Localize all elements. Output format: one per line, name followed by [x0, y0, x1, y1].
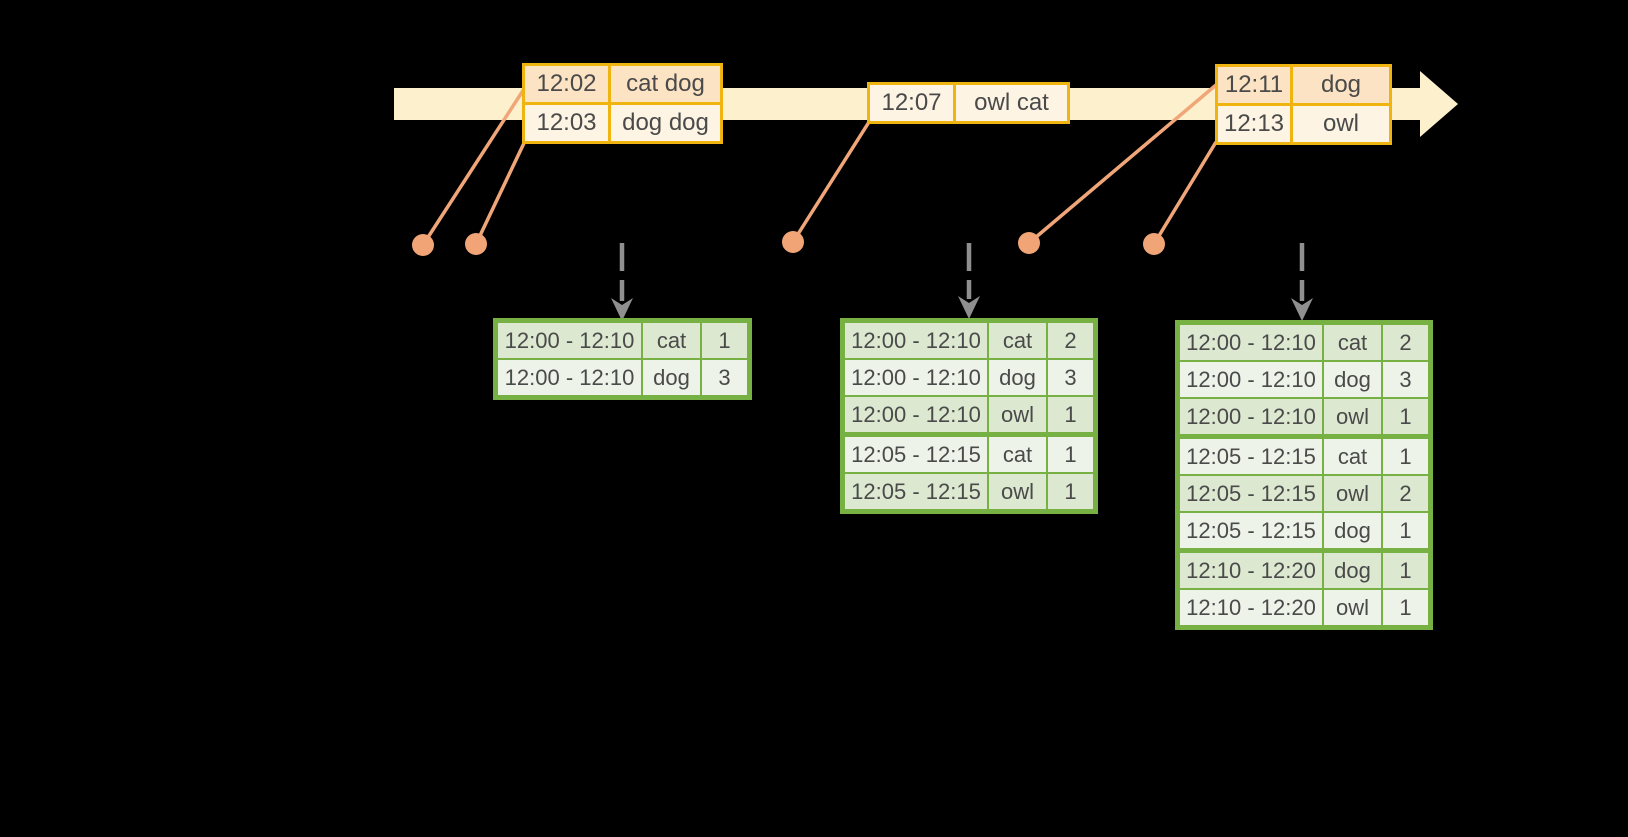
event-dot — [465, 233, 487, 255]
result-count-cell: 1 — [1383, 513, 1428, 548]
connector-line — [1027, 83, 1218, 245]
result-count-cell: 3 — [702, 360, 747, 395]
result-window-cell: 12:00 - 12:10 — [1180, 325, 1322, 360]
result-count-cell: 1 — [1048, 437, 1093, 472]
result-window-cell: 12:00 - 12:10 — [845, 360, 987, 395]
result-count-cell: 1 — [1383, 439, 1428, 474]
result-window-cell: 12:05 - 12:15 — [1180, 513, 1322, 548]
result-word-cell: dog — [989, 360, 1046, 395]
event-dot — [782, 231, 804, 253]
result-word-cell: cat — [989, 437, 1046, 472]
event-words-cell: owl cat — [956, 85, 1067, 121]
trigger-arrowhead-icon — [611, 298, 633, 321]
connector-line — [791, 121, 871, 243]
result-window-cell: 12:00 - 12:10 — [1180, 399, 1322, 434]
result-word-cell: dog — [1324, 513, 1381, 548]
result-count-cell: 1 — [702, 323, 747, 358]
event-dot — [1143, 233, 1165, 255]
event-time-cell: 12:07 — [870, 85, 953, 121]
result-word-cell: dog — [643, 360, 700, 395]
connector-line — [1152, 141, 1218, 245]
event-time-cell: 12:11 — [1218, 67, 1290, 103]
result-window-cell: 12:00 - 12:10 — [845, 397, 987, 432]
trigger-arrows — [611, 243, 1313, 321]
result-window-cell: 12:05 - 12:15 — [845, 437, 987, 472]
connector-line — [421, 88, 526, 246]
event-dot — [412, 234, 434, 256]
result-word-cell: cat — [643, 323, 700, 358]
event-time-cell: 12:02 — [525, 66, 608, 102]
result-word-cell: cat — [1324, 325, 1381, 360]
result-count-cell: 3 — [1048, 360, 1093, 395]
result-word-cell: cat — [1324, 439, 1381, 474]
event-dots — [412, 231, 1165, 256]
result-word-cell: owl — [1324, 590, 1381, 625]
result-count-cell: 1 — [1383, 553, 1428, 588]
result-count-cell: 1 — [1383, 399, 1428, 434]
timeline-arrowhead-icon — [1420, 71, 1458, 137]
result-window-cell: 12:10 - 12:20 — [1180, 553, 1322, 588]
result-word-cell: dog — [1324, 362, 1381, 397]
connector-lines — [421, 83, 1218, 246]
result-window-cell: 12:05 - 12:15 — [1180, 439, 1322, 474]
result-window-cell: 12:00 - 12:10 — [498, 323, 641, 358]
result-count-cell: 1 — [1048, 474, 1093, 509]
event-words-cell: cat dog — [611, 66, 720, 102]
result-window-cell: 12:00 - 12:10 — [845, 323, 987, 358]
result-count-cell: 1 — [1383, 590, 1428, 625]
result-count-cell: 2 — [1048, 323, 1093, 358]
result-count-cell: 2 — [1383, 476, 1428, 511]
result-count-cell: 3 — [1383, 362, 1428, 397]
connector-line — [474, 140, 527, 245]
result-word-cell: owl — [989, 397, 1046, 432]
result-window-cell: 12:00 - 12:10 — [1180, 362, 1322, 397]
result-window-cell: 12:05 - 12:15 — [845, 474, 987, 509]
result-word-cell: owl — [1324, 476, 1381, 511]
result-count-cell: 2 — [1383, 325, 1428, 360]
result-window-cell: 12:05 - 12:15 — [1180, 476, 1322, 511]
trigger-arrowhead-icon — [1291, 298, 1313, 321]
result-window-cell: 12:00 - 12:10 — [498, 360, 641, 395]
event-words-cell: dog — [1293, 67, 1389, 103]
result-count-cell: 1 — [1048, 397, 1093, 432]
event-words-cell: owl — [1293, 106, 1389, 142]
result-word-cell: dog — [1324, 553, 1381, 588]
event-dot — [1018, 232, 1040, 254]
event-words-cell: dog dog — [611, 105, 720, 141]
event-time-cell: 12:03 — [525, 105, 608, 141]
result-window-cell: 12:10 - 12:20 — [1180, 590, 1322, 625]
result-word-cell: cat — [989, 323, 1046, 358]
event-time-cell: 12:13 — [1218, 106, 1290, 142]
result-word-cell: owl — [989, 474, 1046, 509]
result-word-cell: owl — [1324, 399, 1381, 434]
trigger-arrowhead-icon — [958, 296, 980, 319]
